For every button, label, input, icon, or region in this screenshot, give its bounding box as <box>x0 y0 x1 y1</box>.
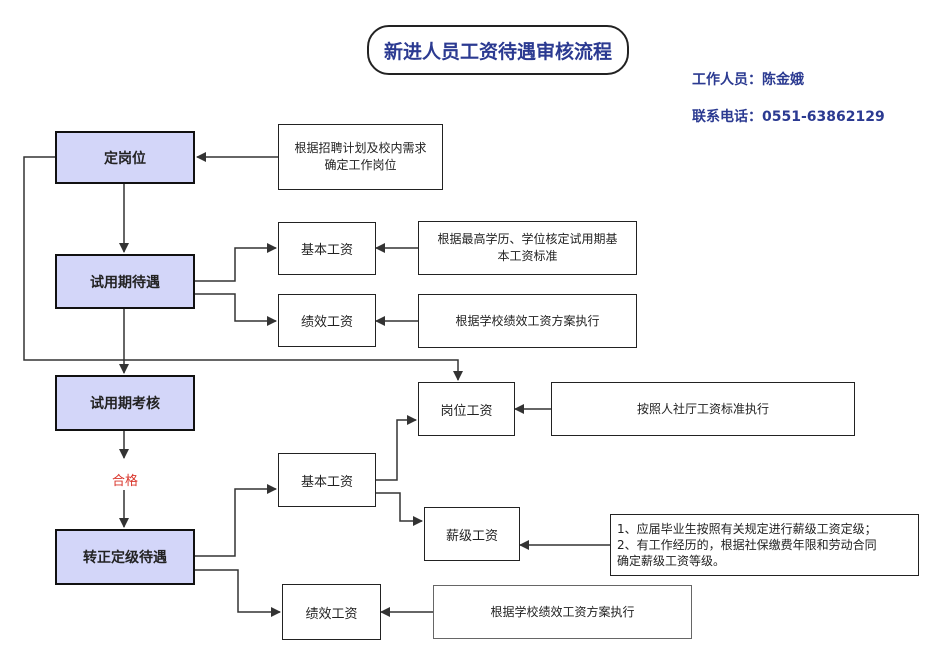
item-performance-salary-probation: 绩效工资 <box>278 294 376 347</box>
note-line: 按照人社厅工资标准执行 <box>636 401 769 416</box>
item-basic-salary-regular: 基本工资 <box>278 453 376 507</box>
item-post-salary: 岗位工资 <box>418 382 515 436</box>
item-grade-salary: 薪级工资 <box>424 507 520 561</box>
note-line: 1、应届毕业生按照有关规定进行薪级工资定级； <box>617 522 877 536</box>
note-line: 确定工作岗位 <box>324 158 397 172</box>
note-performance-salary: 根据学校绩效工资方案执行 <box>418 294 637 348</box>
note-line: 根据招聘计划及校内需求 <box>294 141 427 155</box>
note-line: 根据学校绩效工资方案执行 <box>490 604 635 619</box>
note-basic-salary: 根据最高学历、学位核定试用期基 本工资标准 <box>418 221 637 275</box>
arrow-s4-to-perf2 <box>195 569 281 617</box>
note-define-post: 根据招聘计划及校内需求 确定工作岗位 <box>278 124 443 190</box>
item-basic-salary-probation: 基本工资 <box>278 222 376 275</box>
page-title: 新进人员工资待遇审核流程 <box>367 25 629 75</box>
condition-pass-label: 合格 <box>111 474 138 489</box>
arrow-basic2-to-postsal <box>376 415 417 481</box>
note-post-salary: 按照人社厅工资标准执行 <box>551 382 855 436</box>
step-probation-pay: 试用期待遇 <box>55 254 195 309</box>
arrow-s1-to-postsal <box>23 156 463 381</box>
note-grade-salary: 1、应届毕业生按照有关规定进行薪级工资定级； 2、有工作经历的，根据社保缴费年限… <box>610 514 919 576</box>
contact-phone: 联系电话：0551-63862129 <box>692 109 885 125</box>
note-line: 本工资标准 <box>497 249 558 263</box>
note-line: 2、有工作经历的，根据社保缴费年限和劳动合同 <box>617 538 877 552</box>
arrow-s4-to-basic2 <box>195 484 277 557</box>
note-line: 根据学校绩效工资方案执行 <box>455 313 600 328</box>
arrow-s2-to-perf1 <box>195 293 277 326</box>
arrow-basic2-to-grade <box>376 492 423 526</box>
arrow-s2-to-basic1 <box>195 243 277 282</box>
step-probation-review: 试用期考核 <box>55 375 195 431</box>
step-define-post: 定岗位 <box>55 131 195 184</box>
step-regular-grade-pay: 转正定级待遇 <box>55 529 195 585</box>
contact-staff: 工作人员：陈金娥 <box>692 72 804 88</box>
note-line: 确定薪级工资等级。 <box>617 554 726 568</box>
note-performance-salary-regular: 根据学校绩效工资方案执行 <box>433 585 692 639</box>
item-performance-salary-regular: 绩效工资 <box>282 584 381 640</box>
note-line: 根据最高学历、学位核定试用期基 <box>437 232 618 246</box>
